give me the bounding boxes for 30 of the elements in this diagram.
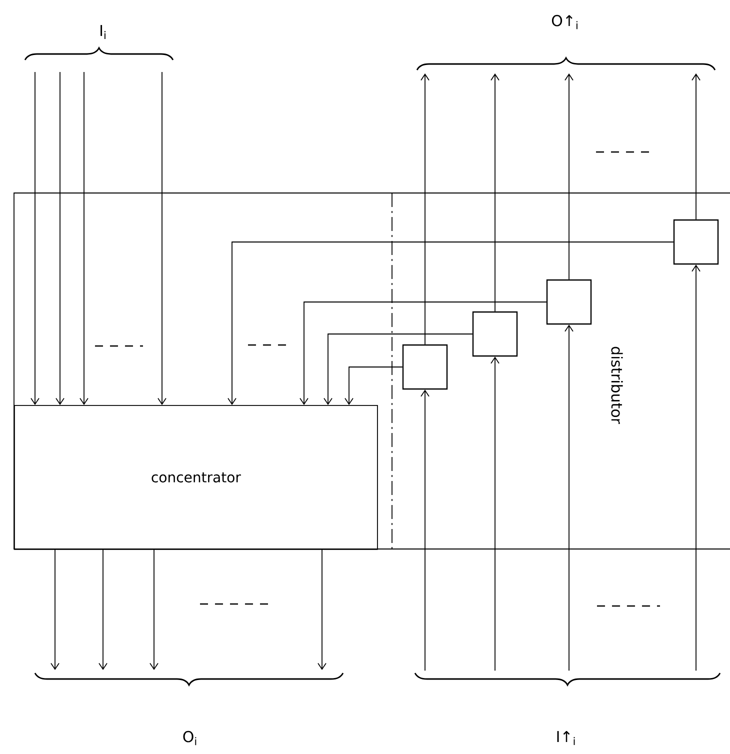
arrow [420, 73, 430, 345]
arrow [490, 73, 500, 312]
concentrator-box: concentrator [14, 405, 378, 550]
arrow [300, 302, 547, 405]
arrow [344, 366, 403, 405]
arrow [98, 548, 108, 670]
arrow [692, 73, 700, 220]
arrow [80, 72, 88, 405]
brace-label: I$_{i}$ [24, 25, 174, 60]
arrow [158, 72, 166, 405]
brace-label: O$_{i}$ [34, 672, 344, 746]
switch-box [472, 311, 518, 357]
arrow [692, 264, 700, 672]
arrow [324, 334, 473, 405]
brace-label: O↑$_{i}$ [416, 14, 716, 70]
arrow [150, 548, 158, 670]
switch-box [673, 219, 719, 265]
arrow [50, 548, 60, 670]
arrow [56, 72, 64, 405]
arrow [420, 390, 430, 672]
switch-box [402, 344, 448, 390]
block-label: distributor [611, 346, 623, 424]
arrow [30, 72, 40, 405]
arrow [564, 73, 574, 280]
arrow [490, 356, 500, 672]
arrow [228, 242, 674, 405]
arrow [318, 548, 326, 670]
brace-label: I↑$_{i}$ [414, 672, 721, 745]
switch-box [546, 279, 592, 325]
arrow [564, 324, 574, 672]
